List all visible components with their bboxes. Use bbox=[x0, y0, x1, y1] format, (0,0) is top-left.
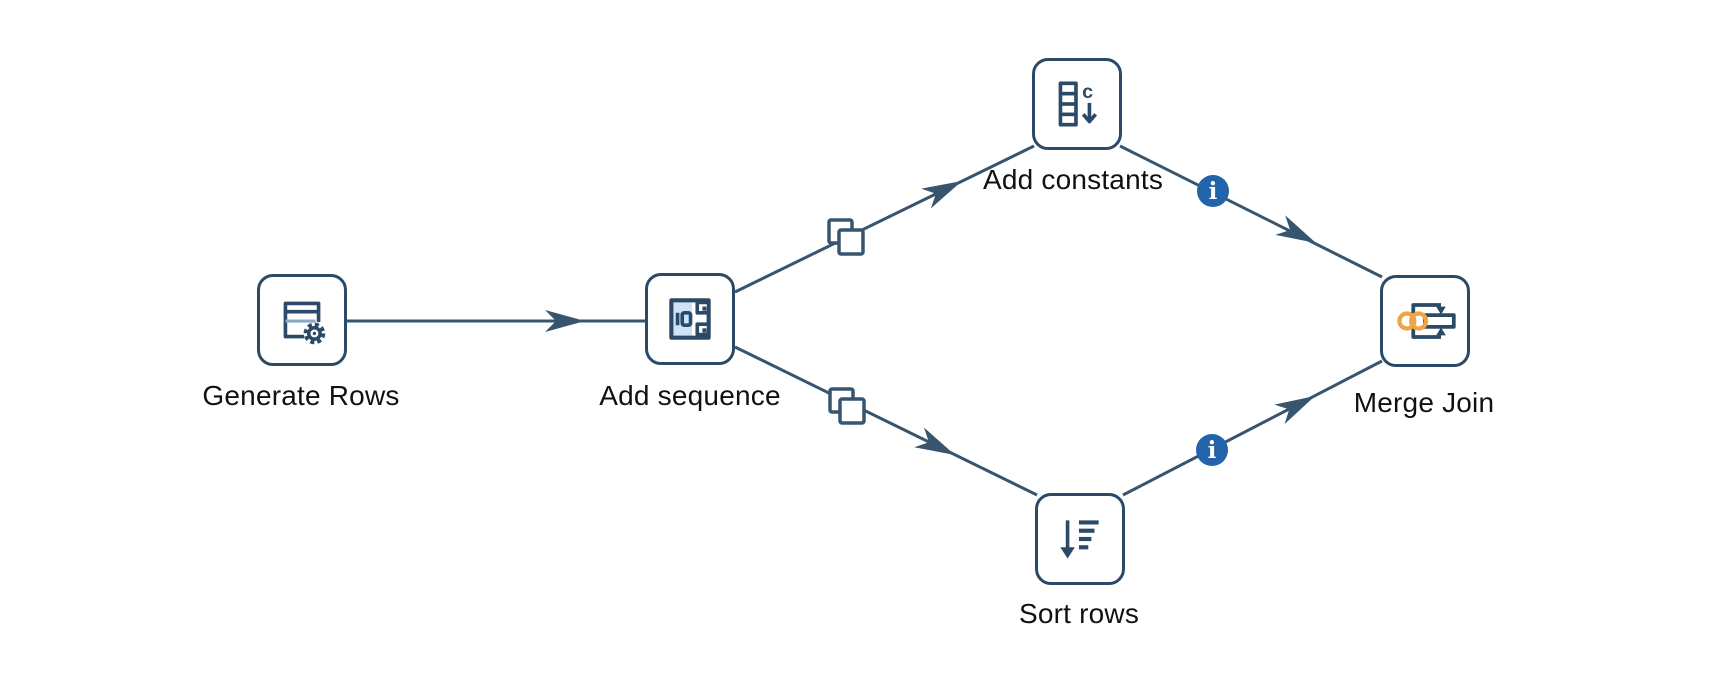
hop-add-sequence-to-sort-rows[interactable] bbox=[734, 345, 1038, 497]
hop-add-sequence-to-add-constants[interactable] bbox=[734, 144, 1035, 294]
transform-node-add-sequence[interactable] bbox=[645, 273, 735, 365]
down-arrow-icon bbox=[1081, 102, 1098, 124]
arrowhead-icon bbox=[545, 310, 585, 332]
gear-icon bbox=[303, 322, 326, 345]
node-label-add-sequence: Add sequence bbox=[599, 380, 781, 411]
transform-node-add-constants[interactable]: c bbox=[1032, 58, 1122, 150]
chain-links-icon bbox=[1397, 311, 1429, 331]
node-label-merge-join: Merge Join bbox=[1353, 387, 1495, 418]
info-badge[interactable]: i bbox=[1197, 175, 1229, 207]
copy-rows-icon bbox=[828, 387, 866, 425]
merge-join-icon bbox=[1397, 303, 1456, 339]
copy-rows-icon bbox=[827, 218, 865, 256]
node-label-generate-rows: Generate Rows bbox=[202, 380, 400, 411]
generate-rows-icon bbox=[283, 301, 326, 345]
transform-node-generate-rows[interactable] bbox=[257, 274, 347, 366]
add-constants-icon: c bbox=[1058, 81, 1098, 127]
arrowhead-icon bbox=[921, 181, 962, 209]
info-icon: i bbox=[1209, 178, 1218, 205]
transform-node-sort-rows[interactable] bbox=[1035, 493, 1125, 585]
transform-node-merge-join[interactable] bbox=[1380, 275, 1470, 367]
hop-sort-rows-to-merge-join[interactable] bbox=[1122, 359, 1383, 497]
constants-letter-glyph: c bbox=[1082, 81, 1093, 103]
info-icon: i bbox=[1208, 437, 1217, 464]
info-badge[interactable]: i bbox=[1196, 434, 1228, 466]
arrowhead-icon bbox=[1275, 215, 1316, 243]
add-sequence-icon bbox=[669, 298, 711, 340]
node-label-add-constants: Add constants bbox=[982, 164, 1164, 195]
hop-add-constants-to-merge-join[interactable] bbox=[1119, 144, 1383, 279]
sequence-10-glyph bbox=[675, 310, 693, 328]
arrowhead-icon bbox=[914, 427, 955, 455]
node-label-sort-rows: Sort rows bbox=[1018, 598, 1140, 629]
arrowhead-icon bbox=[1274, 396, 1315, 425]
sort-rows-icon bbox=[1060, 520, 1099, 559]
